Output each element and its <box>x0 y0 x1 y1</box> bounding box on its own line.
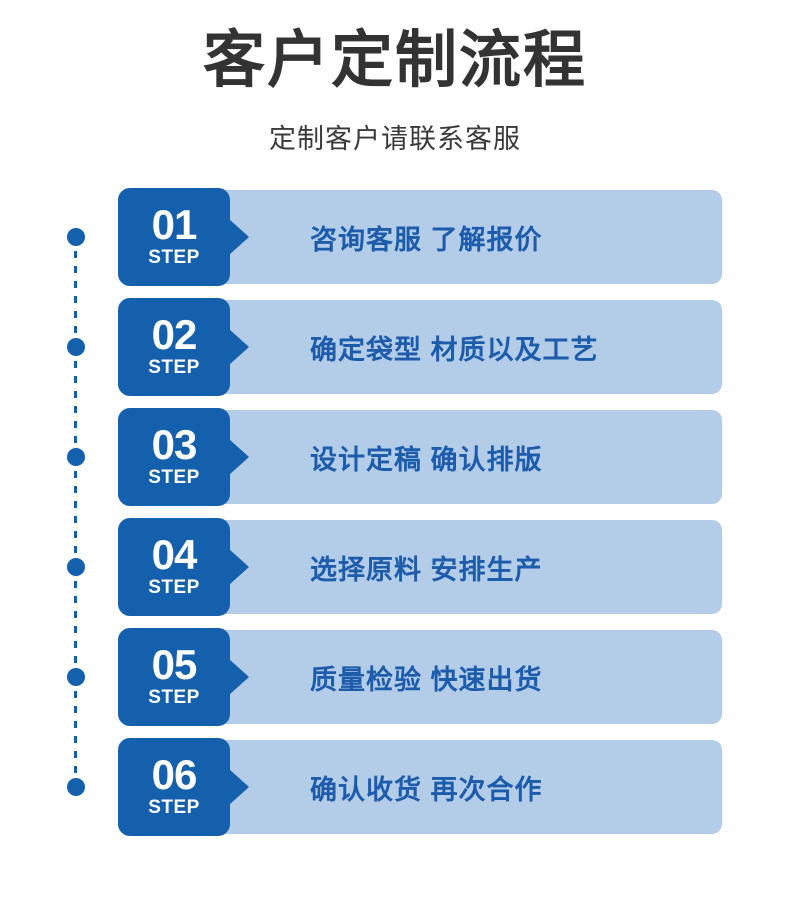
step-description: 确认收货 再次合作 <box>310 774 543 805</box>
steps-container: 咨询客服 了解报价 01 STEP 确定袋型 材质以及工艺 02 STEP 设计… <box>0 188 790 860</box>
step-badge: 05 STEP <box>118 628 230 727</box>
step-description: 选择原料 安排生产 <box>310 554 543 585</box>
step-number: 06 <box>151 751 198 799</box>
timeline-node <box>67 778 85 797</box>
step-description: 确定袋型 材质以及工艺 <box>310 334 599 365</box>
step-badge: 04 STEP <box>118 518 230 617</box>
step-number: 05 <box>151 641 198 689</box>
timeline-connector <box>74 471 77 554</box>
step-label: STEP <box>148 687 200 709</box>
step-number: 01 <box>151 201 198 249</box>
step-label: STEP <box>148 357 200 379</box>
step-number: 02 <box>151 311 198 359</box>
timeline-node <box>67 448 85 467</box>
timeline-rail <box>66 190 86 810</box>
timeline-node <box>67 228 85 247</box>
step-badge: 01 STEP <box>118 188 230 287</box>
timeline-connector <box>74 361 77 444</box>
page-header: 客户定制流程 定制客户请联系客服 <box>0 0 790 156</box>
timeline-connector <box>74 691 77 774</box>
step-label: STEP <box>148 577 200 599</box>
step-description: 设计定稿 确认排版 <box>310 444 543 475</box>
step-number: 03 <box>151 421 198 469</box>
timeline-connector <box>74 251 77 334</box>
step-row[interactable]: 选择原料 安排生产 04 STEP <box>118 518 722 617</box>
step-description: 咨询客服 了解报价 <box>310 224 543 255</box>
timeline-connector <box>74 581 77 664</box>
page-title: 客户定制流程 <box>202 26 587 95</box>
step-row[interactable]: 设计定稿 确认排版 03 STEP <box>118 408 722 507</box>
step-badge: 06 STEP <box>118 738 230 837</box>
timeline-node <box>67 668 85 687</box>
step-description: 质量检验 快速出货 <box>310 664 543 695</box>
step-label: STEP <box>148 247 200 269</box>
step-row[interactable]: 质量检验 快速出货 05 STEP <box>118 628 722 727</box>
step-row[interactable]: 确定袋型 材质以及工艺 02 STEP <box>118 298 722 397</box>
step-label: STEP <box>148 797 200 819</box>
step-row[interactable]: 确认收货 再次合作 06 STEP <box>118 738 722 837</box>
timeline-node <box>67 338 85 357</box>
step-number: 04 <box>151 531 198 579</box>
step-row[interactable]: 咨询客服 了解报价 01 STEP <box>118 188 722 287</box>
step-badge: 02 STEP <box>118 298 230 397</box>
step-badge: 03 STEP <box>118 408 230 507</box>
step-label: STEP <box>148 467 200 489</box>
page-subtitle: 定制客户请联系客服 <box>269 124 521 155</box>
timeline-node <box>67 558 85 577</box>
